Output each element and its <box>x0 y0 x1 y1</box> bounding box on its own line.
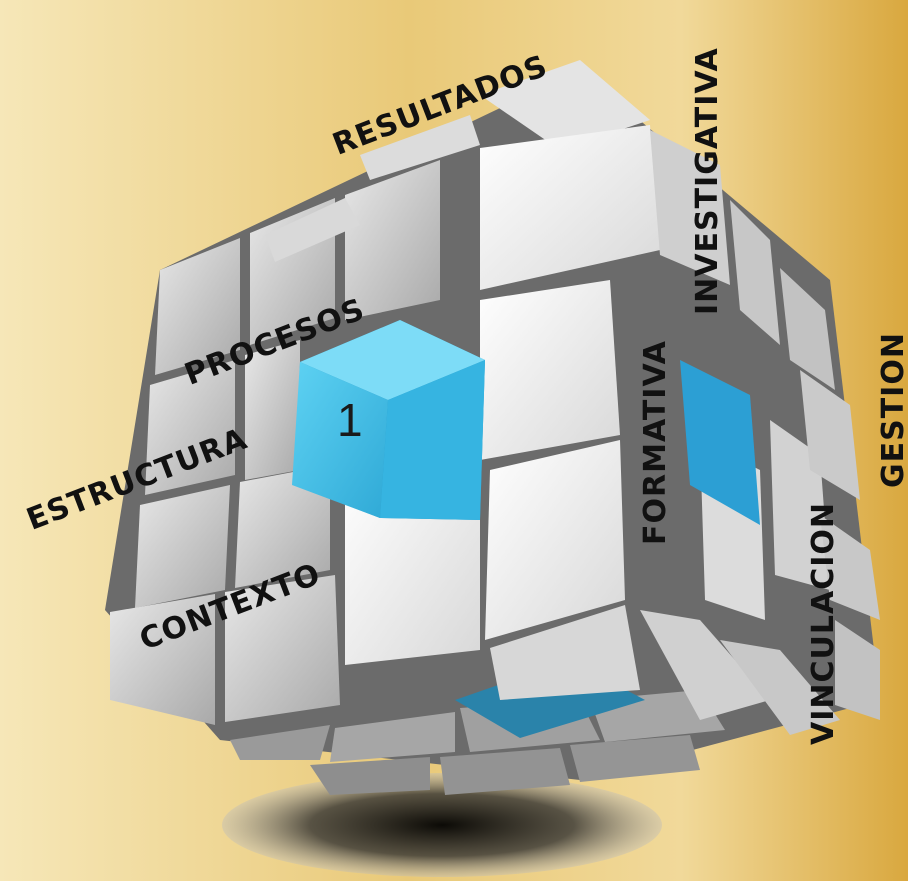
label-estructura: ESTRUCTURA <box>22 421 253 538</box>
top-face-blocks <box>265 60 650 262</box>
highlight-number: 1 <box>337 394 363 446</box>
label-resultados: RESULTADOS <box>328 48 553 163</box>
left-face-blocks <box>110 160 440 725</box>
label-vinculacion: VINCULACION <box>806 502 841 745</box>
label-contexto: CONTEXTO <box>135 556 326 658</box>
label-procesos: PROCESOS <box>180 291 370 393</box>
highlight-cube <box>292 320 485 520</box>
label-gestion: GESTION <box>876 332 908 488</box>
front-face-blocks <box>345 125 660 700</box>
label-formativa: FORMATIVA <box>638 340 673 545</box>
label-investigativa: INVESTIGATIVA <box>690 47 725 315</box>
floor-shadow <box>222 773 662 877</box>
right-blue-block <box>680 360 760 525</box>
